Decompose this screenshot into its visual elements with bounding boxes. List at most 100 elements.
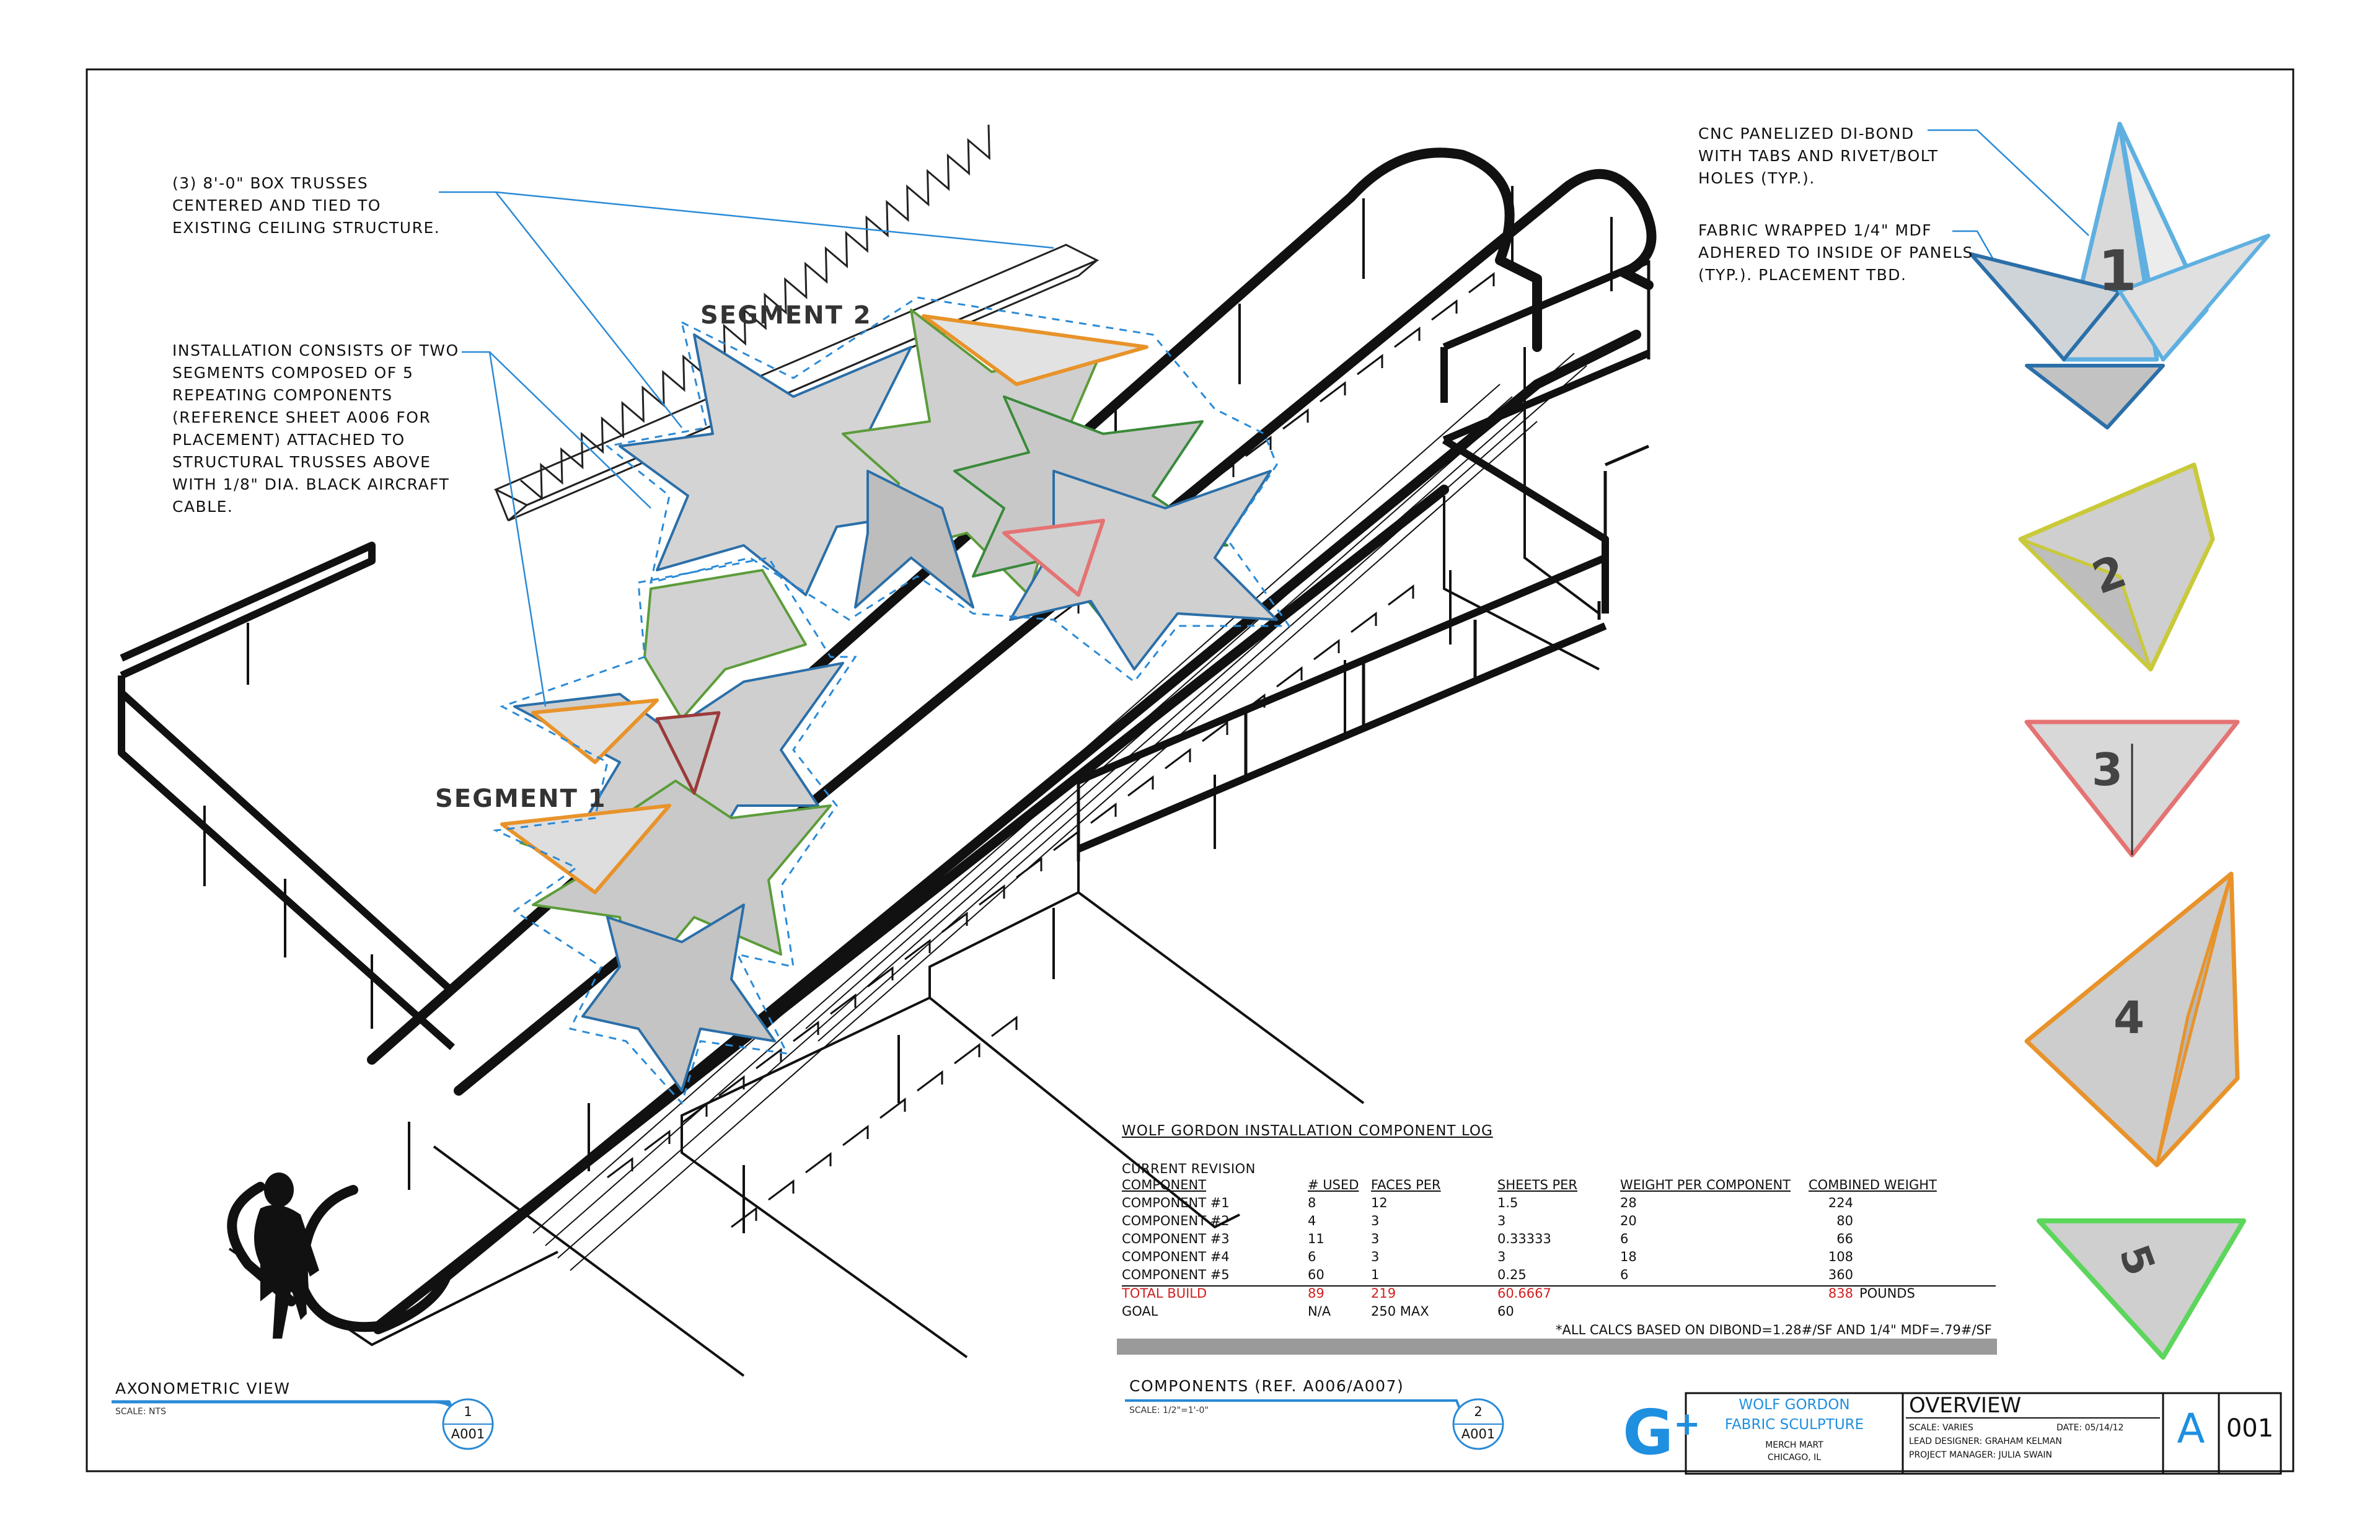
log-footnote: *ALL CALCS BASED ON DIBOND=1.28#/SF AND … <box>1556 1322 1992 1337</box>
log-cell: COMPONENT #2 <box>1122 1213 1230 1228</box>
person-silhouette <box>254 1173 319 1339</box>
log-header-cell: SHEETS PER <box>1497 1177 1578 1192</box>
log-cell: 3 <box>1497 1249 1506 1264</box>
log-cell: 0.33333 <box>1497 1231 1551 1246</box>
sheet-number: 001 <box>2226 1414 2274 1443</box>
log-header-cell: # USED <box>1308 1177 1359 1192</box>
log-cell: 6 <box>1620 1231 1629 1246</box>
log-cell: COMPONENT #4 <box>1122 1249 1230 1264</box>
component-1-elevation <box>1969 121 2270 429</box>
component-star <box>581 904 776 1092</box>
log-cell: 6 <box>1308 1249 1316 1264</box>
note-box-trusses: (3) 8'-0" BOX TRUSSES CENTERED AND TIED … <box>172 174 441 237</box>
log-cell: 11 <box>1308 1231 1324 1246</box>
component-4 <box>531 698 659 764</box>
note-fabric-wrapped: FABRIC WRAPPED 1/4" MDF ADHERED TO INSID… <box>1698 221 1973 284</box>
log-cell: 6 <box>1620 1267 1629 1282</box>
sheet-border <box>86 68 2294 1472</box>
log-cell: 28 <box>1620 1195 1637 1210</box>
project-name-line-2: FABRIC SCULPTURE <box>1724 1417 1864 1433</box>
log-cell: COMPONENT #5 <box>1122 1267 1230 1282</box>
lead-designer: LEAD DESIGNER: GRAHAM KELMAN <box>1909 1437 2062 1446</box>
log-cell: 250 MAX <box>1371 1304 1429 1319</box>
log-header-row: COMPONENT # USED FACES PER SHEETS PER WE… <box>1122 1177 2002 1195</box>
log-header-cell: COMBINED WEIGHT <box>1809 1177 1937 1192</box>
log-cell: 108 <box>1828 1249 1853 1264</box>
sheet-title: OVERVIEW <box>1909 1393 2022 1418</box>
component-star <box>854 470 974 609</box>
view-title-bars <box>112 1398 1504 1450</box>
component-4 <box>922 314 1148 386</box>
log-cell: 1.5 <box>1497 1195 1518 1210</box>
component-3-elevation <box>2024 719 2240 858</box>
log-cell: 3 <box>1371 1249 1380 1264</box>
sheet-letter: A <box>2177 1405 2205 1453</box>
component-5-elevation <box>2037 1218 2246 1360</box>
axonometric-view-title: AXONOMETRIC VIEW <box>115 1379 291 1397</box>
left-railing <box>118 542 456 1050</box>
log-cell: 838 <box>1828 1286 1853 1301</box>
log-cell: 12 <box>1371 1195 1388 1210</box>
log-row-component-3: COMPONENT #3 11 3 0.33333 6 66 <box>1122 1231 2002 1249</box>
log-row-component-1: COMPONENT #1 8 12 1.5 28 224 <box>1122 1195 2002 1213</box>
component-4-number: 4 <box>2113 992 2145 1044</box>
log-row-total: TOTAL BUILD 89 219 60.6667 838 POUNDS <box>1122 1286 2002 1304</box>
sculpture-segment-1 <box>500 569 844 1092</box>
firm-logo-letter: G <box>1623 1396 1674 1469</box>
component-4 <box>500 804 671 894</box>
segment-1-label: SEGMENT 1 <box>435 785 607 813</box>
component-star <box>619 333 956 596</box>
log-row-component-4: COMPONENT #4 6 3 3 18 108 <box>1122 1249 2002 1267</box>
log-revision: CURRENT REVISION <box>1122 1161 1256 1176</box>
log-header-cell: COMPONENT <box>1122 1177 1207 1192</box>
log-cell: 8 <box>1308 1195 1316 1210</box>
log-cell: 66 <box>1836 1231 1853 1246</box>
log-cell: 89 <box>1308 1286 1324 1301</box>
note-cnc-panelized: CNC PANELIZED DI-BOND WITH TABS AND RIVE… <box>1698 125 1939 187</box>
log-cell: COMPONENT #3 <box>1122 1231 1230 1246</box>
component-2-elevation <box>2018 462 2215 672</box>
log-cell: N/A <box>1308 1304 1331 1319</box>
sculpture-segment-2 <box>619 309 1278 671</box>
log-total-unit: POUNDS <box>1859 1286 1915 1301</box>
log-cell: 18 <box>1620 1249 1637 1264</box>
log-header-cell: WEIGHT PER COMPONENT <box>1620 1177 1791 1192</box>
log-row-goal: GOAL N/A 250 MAX 60 <box>1122 1304 2002 1322</box>
log-cell: GOAL <box>1122 1304 1158 1319</box>
leader-lines <box>439 129 2089 707</box>
log-cell: COMPONENT #1 <box>1122 1195 1230 1210</box>
log-cell: 219 <box>1371 1286 1396 1301</box>
title-block-frame <box>1685 1392 2282 1475</box>
components-view-sheet: A001 <box>1461 1427 1496 1441</box>
lower-landing <box>228 347 1600 1377</box>
log-cell: 0.25 <box>1497 1267 1527 1282</box>
component-1-number: 1 <box>2098 239 2137 304</box>
log-cell: TOTAL BUILD <box>1122 1286 1207 1301</box>
log-title: WOLF GORDON INSTALLATION COMPONENT LOG <box>1122 1123 1493 1139</box>
component-star <box>1009 470 1278 671</box>
log-cell: 360 <box>1828 1267 1853 1282</box>
components-view-scale: SCALE: 1/2"=1'-0" <box>1129 1406 1209 1415</box>
escalator-belt <box>532 353 1587 1271</box>
components-view-number: 2 <box>1474 1404 1483 1419</box>
component-3 <box>1002 519 1105 597</box>
log-cell: 3 <box>1497 1213 1506 1228</box>
log-cell: 60.6667 <box>1497 1286 1551 1301</box>
log-cell: 4 <box>1308 1213 1316 1228</box>
log-cell: 224 <box>1828 1195 1853 1210</box>
log-cell: 3 <box>1371 1231 1380 1246</box>
components-view-title: COMPONENTS (REF. A006/A007) <box>1129 1377 1404 1395</box>
component-3 <box>655 711 721 795</box>
log-cell: 20 <box>1620 1213 1637 1228</box>
sheet-date: DATE: 05/14/12 <box>2056 1423 2124 1433</box>
note-installation: INSTALLATION CONSISTS OF TWO SEGMENTS CO… <box>172 341 459 516</box>
axonometric-view-scale: SCALE: NTS <box>115 1407 166 1417</box>
log-cell: 80 <box>1836 1213 1853 1228</box>
sheet-scale: SCALE: VARIES <box>1909 1423 1973 1433</box>
firm-logo-plus: + <box>1673 1406 1701 1443</box>
component-4-elevation <box>2024 871 2240 1168</box>
log-cell: 3 <box>1371 1213 1380 1228</box>
log-cell: 60 <box>1497 1304 1514 1319</box>
component-3-number: 3 <box>2092 744 2123 796</box>
